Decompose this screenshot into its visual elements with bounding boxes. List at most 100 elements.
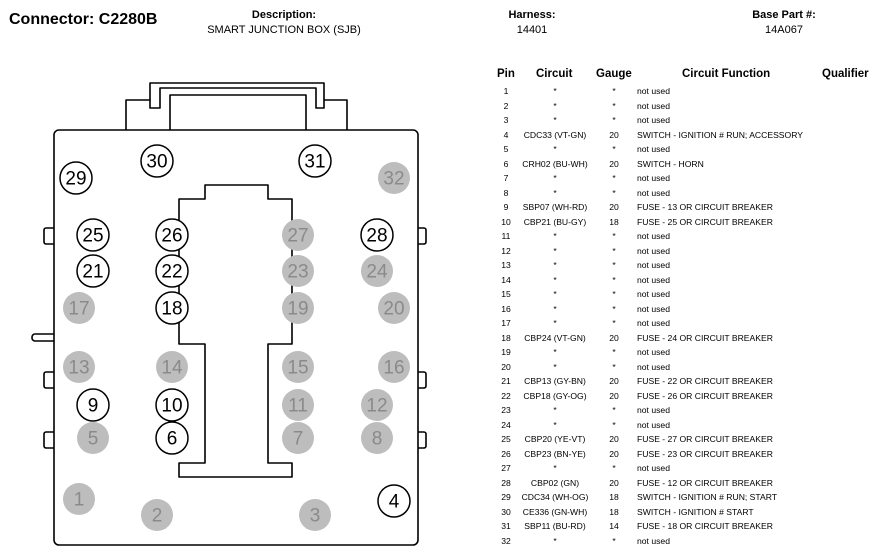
pin-number: 16 xyxy=(383,358,404,379)
pin-cell: 6 xyxy=(503,158,509,169)
gauge-cell: * xyxy=(612,419,616,430)
pin-cell: 2 xyxy=(503,100,509,111)
pin-cell: 26 xyxy=(501,448,511,459)
connector-latch xyxy=(125,82,348,132)
circuit-cell: CBP02 (GN) xyxy=(530,477,580,488)
pin-cavity xyxy=(59,161,93,195)
gauge-cell: * xyxy=(612,303,616,314)
description-value: SMART JUNCTION BOX (SJB) xyxy=(207,24,361,36)
pin-cavity xyxy=(140,144,174,178)
harness-value: 14401 xyxy=(516,24,548,36)
circuit-cell: * xyxy=(553,260,557,270)
table-row: 7**not used xyxy=(492,171,872,185)
pin-cavity xyxy=(76,218,110,252)
function-cell: not used xyxy=(637,535,670,546)
table-row: 3**not used xyxy=(492,113,872,127)
pin-8: 8 xyxy=(361,422,393,454)
circuit-cell: CBP18 (GY-OG) xyxy=(523,390,587,401)
function-cell: FUSE - 22 OR CIRCUIT BREAKER xyxy=(637,376,773,386)
description-block: Description: SMART JUNCTION BOX (SJB) xyxy=(180,8,388,38)
pin-cavity xyxy=(155,291,189,325)
function-cell: not used xyxy=(637,100,670,111)
pin-cavity xyxy=(299,499,331,531)
pin-7: 7 xyxy=(282,422,314,454)
harness-block: Harness: 14401 xyxy=(472,8,592,38)
pin-28: 28 xyxy=(360,218,394,252)
pin-cavity xyxy=(77,422,109,454)
table-row: 12**not used xyxy=(492,244,872,258)
gauge-cell: 20 xyxy=(609,390,619,401)
pin-number: 17 xyxy=(68,299,89,320)
circuit-cell: * xyxy=(553,347,557,357)
circuit-cell: SBP07 (WH-RD) xyxy=(522,202,588,212)
pin-4: 4 xyxy=(377,484,411,518)
pin-cavity xyxy=(378,162,410,194)
pin-cell: 17 xyxy=(501,318,511,328)
gauge-cell: * xyxy=(612,361,616,372)
pin-1: 1 xyxy=(63,483,95,515)
pin-cavity xyxy=(63,351,95,383)
connector-side-key xyxy=(31,333,57,342)
pin-cell: 21 xyxy=(501,376,511,386)
pin-18: 18 xyxy=(155,291,189,325)
pin-cavity xyxy=(361,389,393,421)
pin-20: 20 xyxy=(378,292,410,324)
gauge-cell: * xyxy=(612,86,616,96)
pin-cavity xyxy=(155,421,189,455)
pin-13: 13 xyxy=(63,351,95,383)
function-cell: not used xyxy=(637,463,670,473)
function-cell: not used xyxy=(637,260,670,270)
pin-cell: 18 xyxy=(501,332,511,343)
pin-cell: 19 xyxy=(501,347,511,357)
pin-cavity xyxy=(63,292,95,324)
gauge-cell: * xyxy=(612,274,616,285)
function-cell: not used xyxy=(637,419,670,430)
pin-cell: 15 xyxy=(501,289,511,299)
gauge-cell: * xyxy=(612,115,616,125)
pin-22: 22 xyxy=(155,254,189,288)
column-header-pin: Pin xyxy=(497,68,515,80)
pin-number: 23 xyxy=(287,262,308,283)
connector-label: Connector: xyxy=(9,11,95,28)
gauge-cell: 20 xyxy=(609,129,619,140)
gauge-cell: * xyxy=(612,173,616,183)
circuit-cell: CDC34 (WH-OG) xyxy=(521,492,589,502)
pin-cavity xyxy=(282,351,314,383)
table-row: 1**not used xyxy=(492,84,872,98)
table-row: 2**not used xyxy=(492,99,872,113)
pin-number: 19 xyxy=(287,299,308,320)
function-cell: FUSE - 25 OR CIRCUIT BREAKER xyxy=(637,216,773,227)
pin-27: 27 xyxy=(282,219,314,251)
table-row: 8**not used xyxy=(492,186,872,200)
pin-cavity xyxy=(156,351,188,383)
pin-17: 17 xyxy=(63,292,95,324)
pin-9: 9 xyxy=(76,388,110,422)
function-cell: not used xyxy=(637,361,670,372)
harness-label: Harness: xyxy=(508,9,556,21)
table-row: 27**not used xyxy=(492,461,872,475)
pin-25: 25 xyxy=(76,218,110,252)
pin-cell: 4 xyxy=(503,129,509,140)
pin-32: 32 xyxy=(378,162,410,194)
pin-number: 1 xyxy=(74,490,85,511)
pin-31: 31 xyxy=(298,144,332,178)
pin-number: 11 xyxy=(288,396,308,417)
gauge-cell: 20 xyxy=(609,332,619,343)
pin-cavity xyxy=(282,292,314,324)
column-header-qualifier: Qualifier xyxy=(822,68,869,80)
pin-cell: 8 xyxy=(503,187,509,198)
pin-cell: 28 xyxy=(501,477,511,488)
table-row: 13**not used xyxy=(492,258,872,272)
pin-number: 9 xyxy=(88,396,99,417)
circuit-cell: * xyxy=(553,274,557,285)
circuit-cell: * xyxy=(553,419,557,430)
pin-number: 28 xyxy=(366,226,387,247)
table-row: 15**not used xyxy=(492,287,872,301)
